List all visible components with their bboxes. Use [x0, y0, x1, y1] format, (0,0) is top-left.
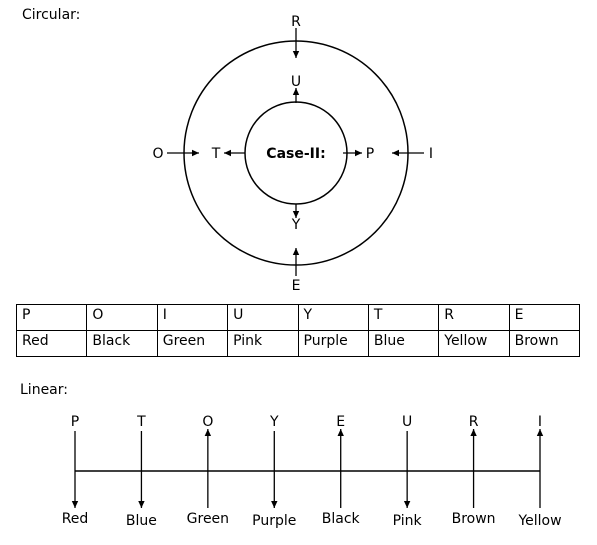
table-cell-letter: E: [508, 304, 581, 331]
table-cell-color: Pink: [227, 330, 299, 357]
table-cell-letter: Y: [297, 304, 369, 331]
linear-person-letter: P: [71, 414, 79, 430]
linear-person-color: Green: [187, 511, 229, 527]
circular-arrangement: Case-II: R O I E U T P Y: [152, 14, 433, 294]
center-label: Case-II:: [266, 146, 325, 162]
table-cell-letter: T: [367, 304, 440, 331]
linear-person-letter: I: [538, 414, 542, 430]
table-cell-color: Black: [86, 330, 158, 357]
table-cell-color: Green: [156, 330, 229, 357]
linear-person-color: Pink: [393, 513, 423, 529]
linear-person-color: Purple: [252, 513, 296, 529]
linear-arrangement: P Red T Blue O Green Y Purple E Black U Pink R Brown I…: [62, 414, 562, 529]
table-cell-letter: U: [227, 304, 299, 331]
linear-person-letter: Y: [269, 414, 279, 430]
outer-seat-top: R: [291, 14, 301, 30]
table-cell-color: Brown: [508, 330, 581, 357]
linear-person-letter: O: [202, 414, 213, 430]
inner-seat-top: U: [291, 74, 301, 90]
table-cell-color: Purple: [297, 330, 369, 357]
outer-seat-right: I: [429, 146, 433, 162]
inner-seat-right: P: [366, 146, 374, 162]
circular-heading: Circular:: [22, 7, 81, 23]
table-cell-letter: I: [156, 304, 229, 331]
table-cell-letter: R: [438, 304, 510, 331]
linear-person-color: Black: [322, 511, 361, 527]
linear-person-color: Red: [62, 511, 89, 527]
inner-seat-left: T: [211, 146, 221, 162]
outer-seat-bottom: E: [292, 278, 301, 294]
table-cell-color: Yellow: [438, 330, 510, 357]
linear-person-color: Blue: [126, 513, 157, 529]
inner-seat-bottom: Y: [291, 217, 301, 233]
linear-person-letter: E: [336, 414, 345, 430]
linear-person-color: Brown: [452, 511, 496, 527]
linear-person-letter: U: [402, 414, 412, 430]
linear-heading: Linear:: [20, 382, 68, 398]
linear-person-letter: R: [469, 414, 479, 430]
table-cell-letter: P: [15, 304, 88, 331]
table-cell-color: Blue: [367, 330, 440, 357]
outer-seat-left: O: [152, 146, 163, 162]
table-cell-color: Red: [15, 330, 88, 357]
linear-person-letter: T: [136, 414, 146, 430]
table-cell-letter: O: [86, 304, 158, 331]
linear-person-color: Yellow: [517, 513, 561, 529]
